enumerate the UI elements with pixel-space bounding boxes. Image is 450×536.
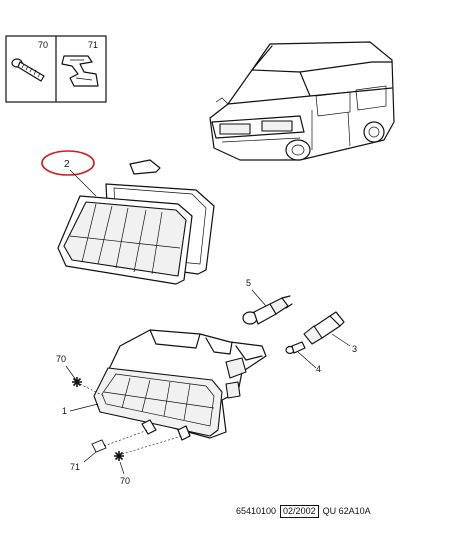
callout-2: 2: [64, 159, 70, 170]
callout-5: 5: [246, 278, 251, 288]
small-bulb-icon: [285, 341, 306, 355]
callout-70-bottom: 70: [120, 476, 130, 486]
inset-fasteners: 70 71: [5, 35, 107, 103]
callout-3: 3: [352, 344, 357, 354]
leader-2: [69, 169, 97, 197]
callout-70-left: 70: [56, 354, 66, 364]
screw-star-icon-bottom: [114, 451, 124, 461]
bulb-icon: [242, 295, 293, 325]
callout-71-inset: 71: [88, 40, 98, 50]
bulb-holder-icon: [303, 311, 345, 345]
leader-70-bottom: [119, 461, 125, 475]
footer-code: QU 62A10A: [322, 506, 371, 516]
leader-70-left: [65, 365, 77, 381]
footer-date: 02/2002: [280, 504, 319, 518]
clip-icon: [91, 439, 107, 453]
callout-4: 4: [316, 364, 321, 374]
callout-70-inset: 70: [38, 40, 48, 50]
headlamp-body: [93, 329, 267, 441]
footer-ref-number: 65410100: [236, 506, 277, 516]
van-icon: [209, 41, 395, 161]
leader-3: [331, 333, 351, 347]
screw-star-icon: [72, 377, 82, 387]
footer-reference: 65410100 02/2002 QU 62A10A: [236, 504, 371, 518]
leader-1: [69, 403, 99, 412]
leader-4: [297, 351, 317, 369]
callout-1: 1: [62, 406, 67, 416]
callout-71-bottom: 71: [70, 462, 80, 472]
lens-assembly: [57, 159, 215, 285]
clip-nut-icon: [61, 55, 99, 87]
highlight-circle: [41, 150, 95, 176]
leader-5: [251, 289, 267, 307]
leader-71-bottom: [83, 451, 97, 463]
screw-icon: [11, 58, 45, 82]
